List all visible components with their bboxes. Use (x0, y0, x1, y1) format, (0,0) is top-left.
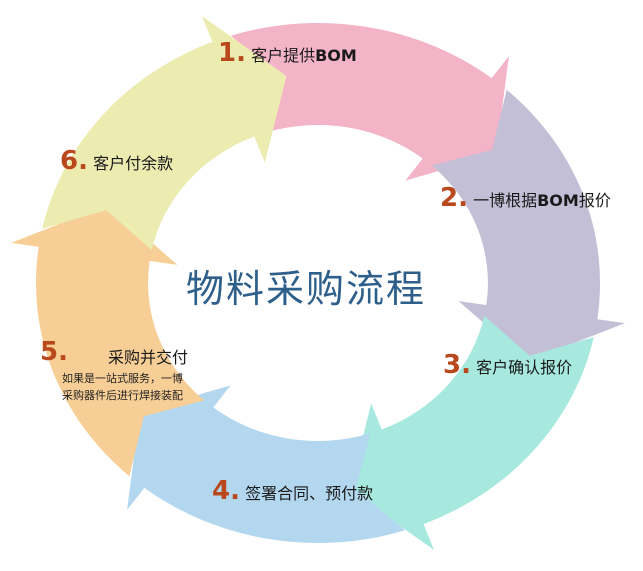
step-5-label: 采购并交付 (108, 344, 188, 368)
step-6-text: 客户付余款 (93, 154, 174, 173)
cycle-arrow-step-2 (431, 89, 625, 362)
step-2-text: 一博根据 (473, 191, 538, 210)
cycle-arrow-step-1 (230, 22, 509, 181)
step-1-number: 1 (218, 38, 237, 68)
cycle-arrow-step-6 (42, 16, 287, 251)
step-1-text: 客户提供 (251, 46, 316, 65)
cycle-arrow-step-3 (349, 315, 594, 550)
step-1-label: 1. 客户提供BOM (218, 38, 357, 68)
step-5-note-line-1: 如果是一站式服务，一博 (62, 372, 183, 385)
step-3-text: 客户确认报价 (476, 358, 573, 377)
step-6-label: 6. 客户付余款 (60, 146, 174, 176)
step-5-number-wrap: 5. (40, 337, 68, 367)
step-4-text: 签署合同、预付款 (245, 484, 374, 503)
cycle-arrow-step-5 (11, 204, 205, 477)
cycle-arrow-step-4 (127, 385, 406, 544)
step-5-note: 如果是一站式服务，一博 采购器件后进行焊接装配 (62, 370, 183, 404)
diagram-title: 物料采购流程 (186, 267, 427, 311)
step-4-label: 4. 签署合同、预付款 (212, 476, 374, 506)
step-2-number: 2 (440, 183, 459, 213)
step-5-text: 采购并交付 (108, 348, 189, 367)
step-3-number: 3 (443, 350, 462, 380)
step-3-label: 3. 客户确认报价 (443, 350, 573, 380)
step-2-label: 2. 一博根据BOM报价 (440, 183, 611, 213)
step-5-note-line-2: 采购器件后进行焊接装配 (62, 389, 183, 402)
step-4-number: 4 (212, 476, 231, 506)
step-6-number: 6 (60, 146, 79, 176)
step-5-number: 5 (40, 337, 59, 367)
